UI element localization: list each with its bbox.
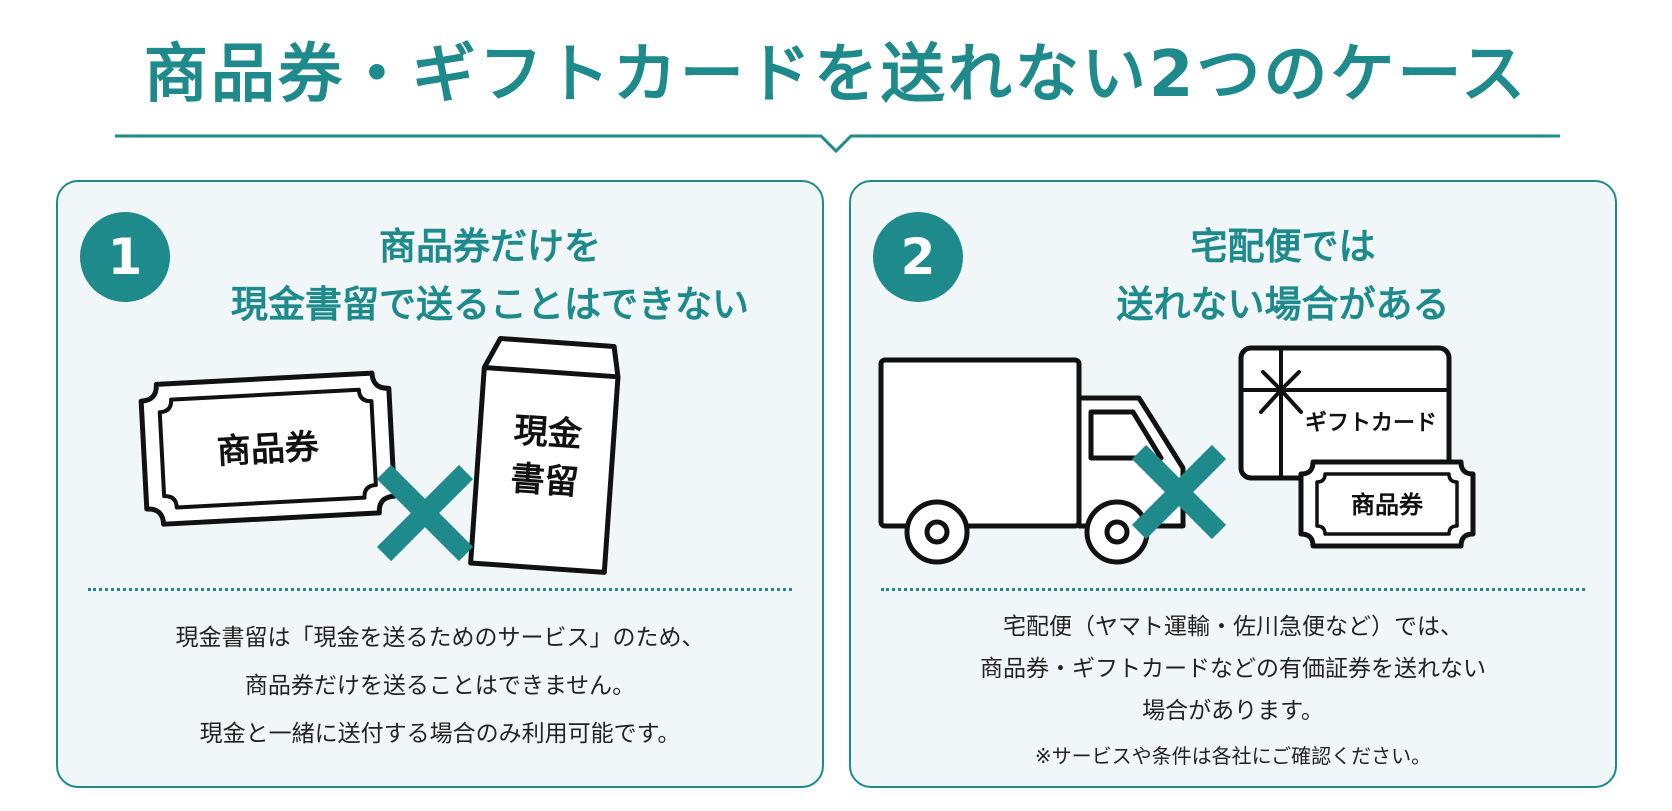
case-2-illustration: ギフトカード 商品券 xyxy=(878,345,1476,565)
envelope-label-line: 書留 xyxy=(509,459,580,504)
ticket-label: 商品券 xyxy=(216,427,321,472)
description-line: 現金書留は「現金を送るためのサービス」のため、 xyxy=(175,625,705,651)
envelope-label-line: 現金 xyxy=(513,411,585,456)
description-line: 現金と一緒に送付する場合のみ利用可能です。 xyxy=(199,721,681,747)
case-description: 宅配便（ヤマト運輸・佐川急便など）では、 商品券・ギフトカードなどの有価証券を送… xyxy=(861,606,1605,776)
gift-certificate-icon: 商品券 xyxy=(1298,459,1476,549)
case-card-1: 1 商品券だけを 現金書留で送ることはできない 商品券 現金 書留 現金書留は「… xyxy=(56,180,824,788)
case-title: 宅配便では 送れない場合がある xyxy=(971,218,1595,334)
cross-icon xyxy=(1131,444,1227,540)
case-title-line: 現金書留で送ることはできない xyxy=(231,283,749,326)
description-line: 宅配便（ヤマト運輸・佐川急便など）では、 xyxy=(1003,614,1463,640)
description-line: 場合があります。 xyxy=(1142,698,1324,724)
case-title-line: 宅配便では xyxy=(1190,225,1376,268)
dotted-divider xyxy=(881,588,1585,591)
case-number-badge: 2 xyxy=(873,212,963,302)
gift-card-icon: ギフトカード xyxy=(1238,345,1452,481)
service-note: ※サービスや条件は各社にご確認ください。 xyxy=(1034,744,1432,768)
cash-envelope-icon: 現金 書留 xyxy=(468,336,621,575)
page-title: 商品券・ギフトカードを送れない2つのケース xyxy=(143,38,1529,112)
cross-icon xyxy=(376,464,474,562)
description-line: 商品券だけを送ることはできません。 xyxy=(244,673,636,699)
case-title-line: 送れない場合がある xyxy=(1116,283,1450,326)
gift-certificate-icon: 商品券 xyxy=(138,370,397,527)
case-1-illustration: 商品券 現金 書留 xyxy=(138,336,621,575)
case-description: 現金書留は「現金を送るためのサービス」のため、 商品券だけを送ることはできません… xyxy=(68,614,812,758)
case-card-2: 2 宅配便では 送れない場合がある ギフトカード 商品券 xyxy=(849,180,1617,788)
case-number-badge: 1 xyxy=(80,212,170,302)
gift-card-label: ギフトカード xyxy=(1305,411,1437,436)
ticket-label: 商品券 xyxy=(1351,491,1424,519)
title-divider xyxy=(115,134,1560,154)
case-title: 商品券だけを 現金書留で送ることはできない xyxy=(178,218,802,334)
description-line: 商品券・ギフトカードなどの有価証券を送れない xyxy=(980,656,1486,682)
delivery-truck-icon xyxy=(878,357,1186,565)
dotted-divider xyxy=(88,588,792,591)
case-title-line: 商品券だけを xyxy=(379,225,601,268)
